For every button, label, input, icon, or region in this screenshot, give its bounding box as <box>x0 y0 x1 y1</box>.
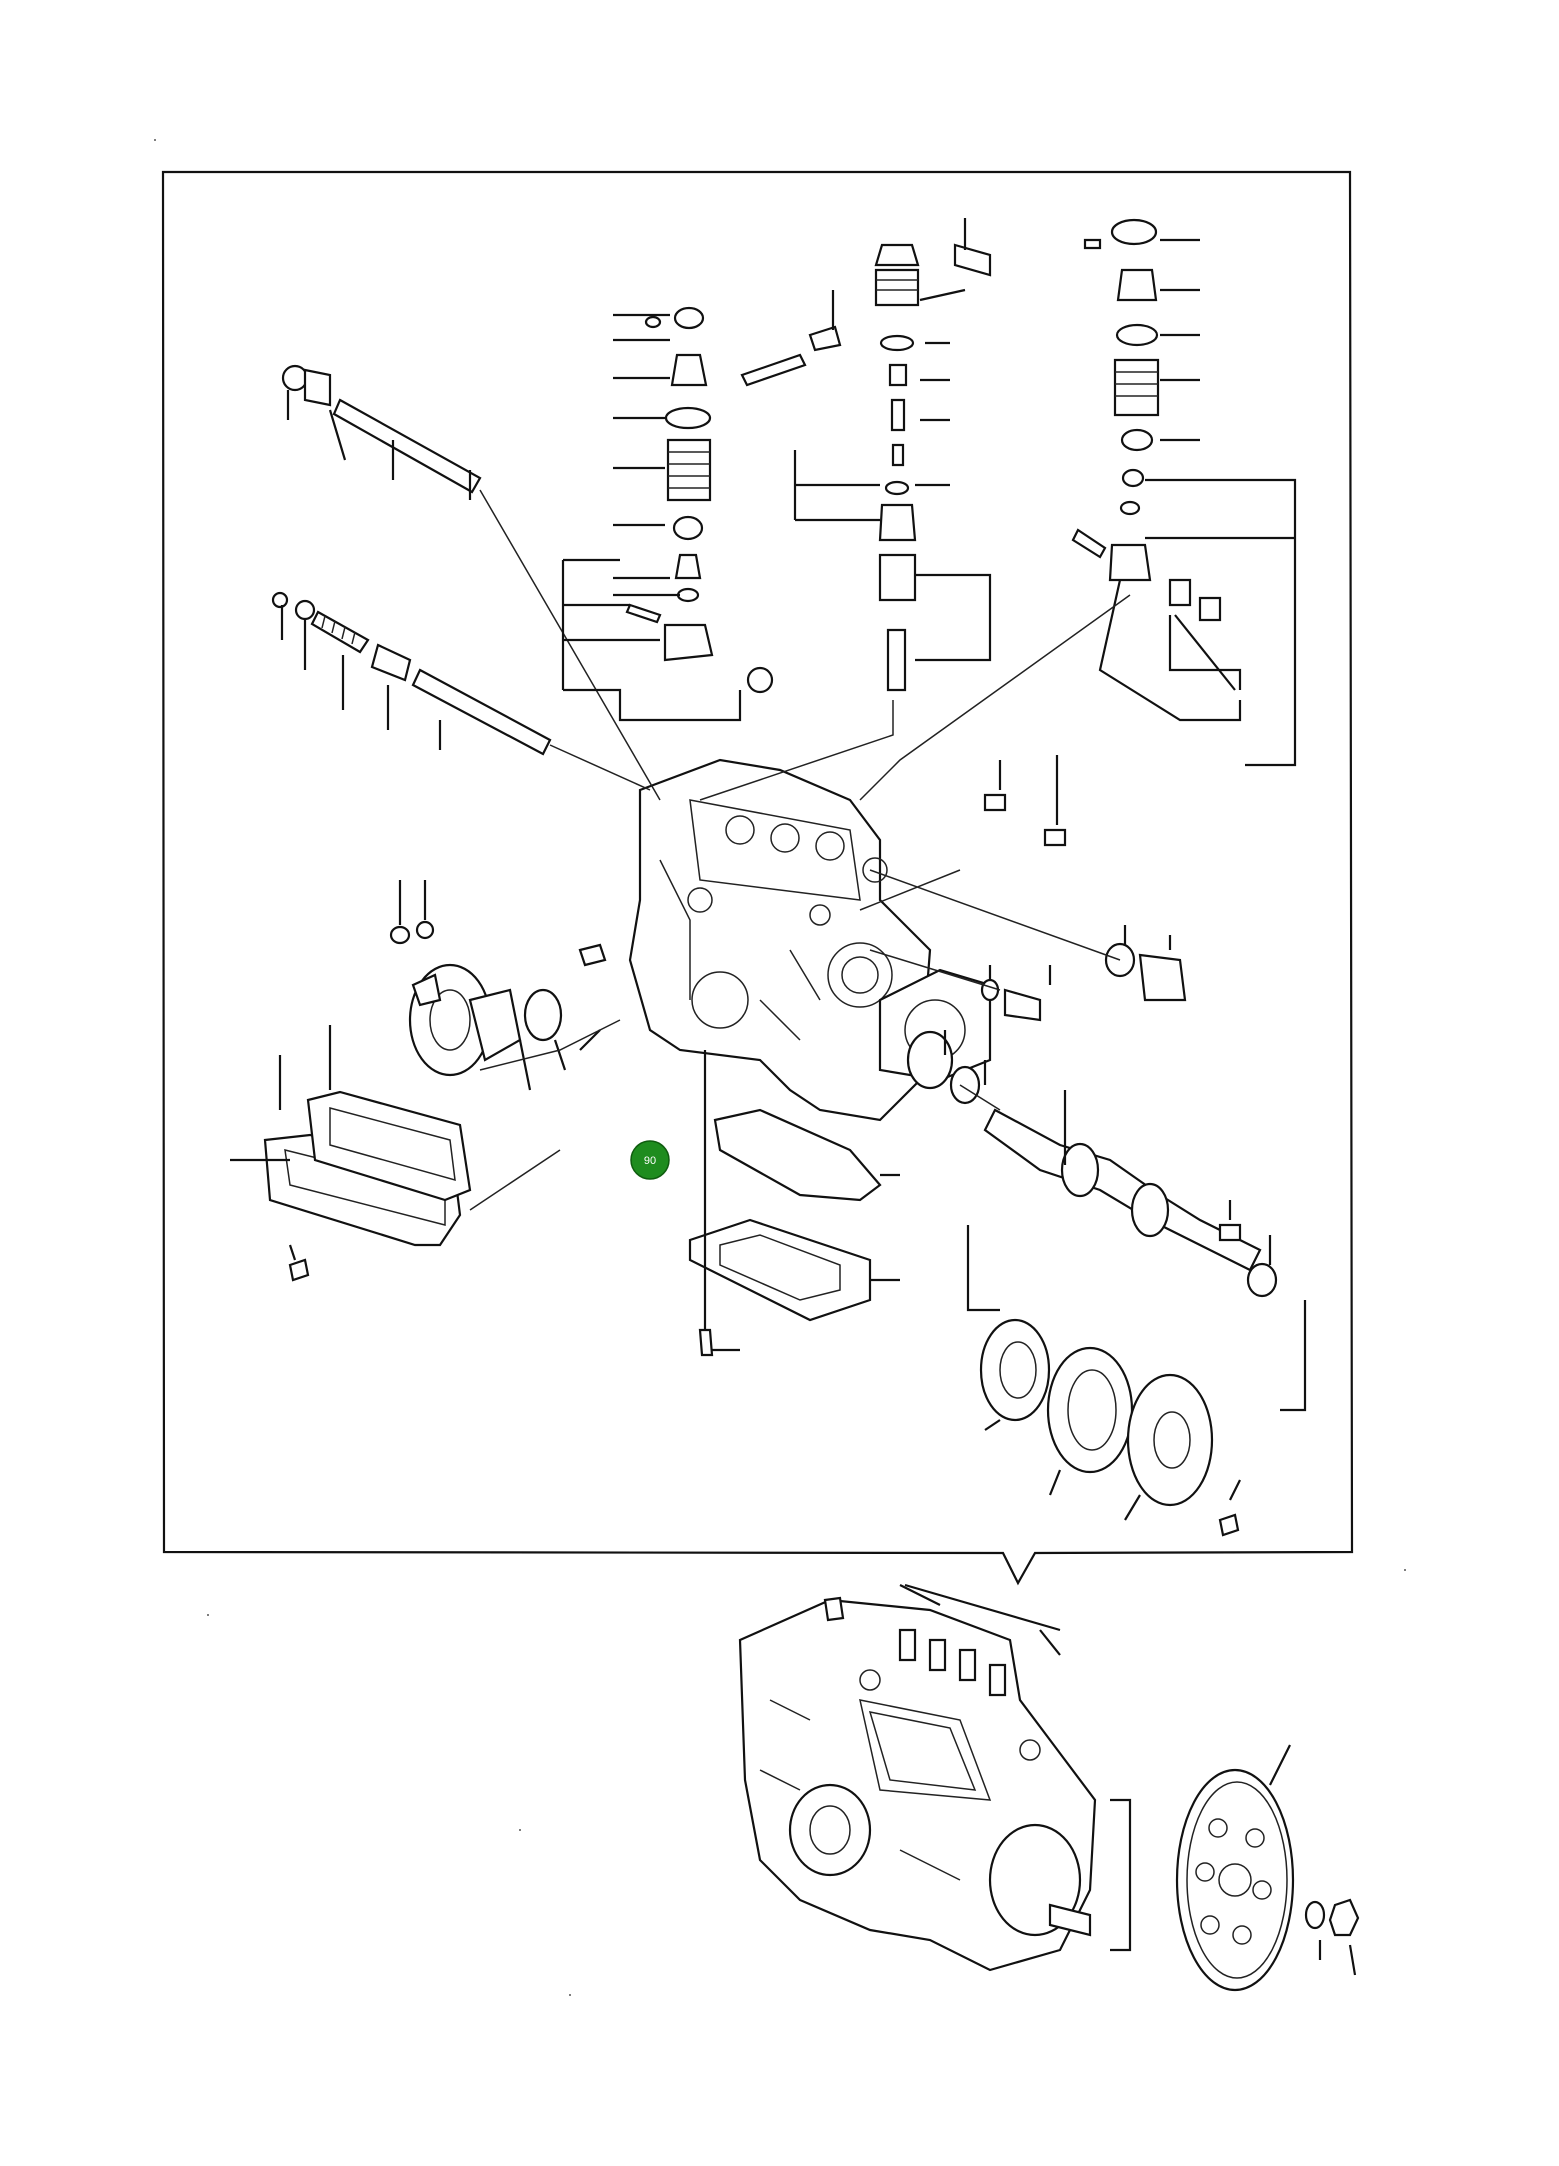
hotspot-label: 90 <box>644 1155 656 1167</box>
delivery-valve-stack-right <box>859 218 1297 801</box>
bottom-cover-group <box>688 1050 900 1357</box>
camshaft-assembly <box>906 1030 1278 1298</box>
bearing-and-flange-group <box>966 1225 1307 1537</box>
delivery-valve-stack-left <box>561 306 774 722</box>
drive-gear <box>1110 1744 1360 1992</box>
callout-hotspot[interactable]: 90 <box>630 1140 670 1180</box>
detail-frame <box>161 170 1354 1586</box>
right-side-fittings <box>859 755 1187 1022</box>
delivery-valve-stack-center <box>699 218 992 801</box>
pump-housing <box>628 758 992 1122</box>
side-cover-group <box>230 880 621 1282</box>
left-spring-group <box>271 364 661 801</box>
assembled-pump-view <box>738 1583 1097 1972</box>
scan-specks <box>154 139 1406 1996</box>
